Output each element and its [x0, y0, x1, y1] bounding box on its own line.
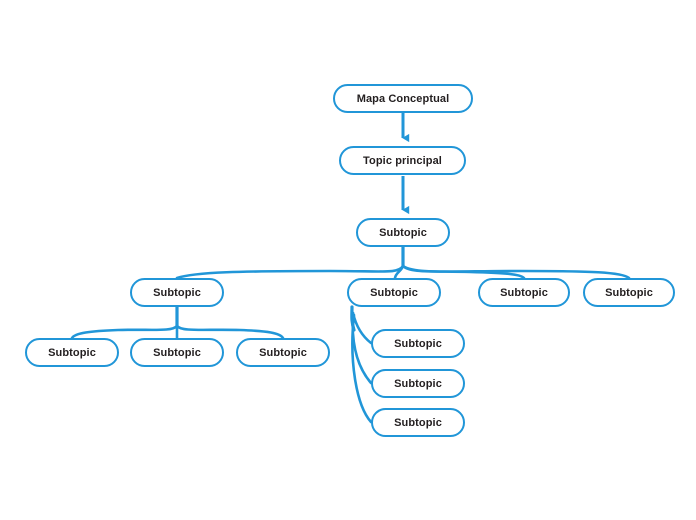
- node-label: Subtopic: [259, 346, 307, 359]
- edge-n2-to-n3c: [401, 264, 526, 280]
- node-subtopic-level3-4[interactable]: Subtopic: [583, 278, 675, 307]
- node-subtopic-level3-3[interactable]: Subtopic: [478, 278, 570, 307]
- edge-trunk-n3b: [350, 305, 356, 332]
- node-label: Subtopic: [500, 286, 548, 299]
- node-mapa-conceptual[interactable]: Mapa Conceptual: [333, 84, 473, 113]
- edge-n2-to-n3b: [393, 264, 405, 280]
- node-label: Subtopic: [394, 377, 442, 390]
- node-label: Mapa Conceptual: [356, 92, 450, 105]
- node-subtopic-level4-4[interactable]: Subtopic: [371, 329, 465, 358]
- edge-n3b-to-n5c: [351, 313, 373, 424]
- node-label: Subtopic: [605, 286, 653, 299]
- edge-n3b-to-n5b: [351, 311, 373, 385]
- node-label: Subtopic: [394, 416, 442, 429]
- edge-n2-to-n3a: [175, 264, 405, 280]
- node-label: Subtopic: [394, 337, 442, 350]
- node-subtopic-level4-1[interactable]: Subtopic: [25, 338, 119, 367]
- node-label: Subtopic: [48, 346, 96, 359]
- node-subtopic-level4-5[interactable]: Subtopic: [371, 369, 465, 398]
- node-label: Subtopic: [370, 286, 418, 299]
- node-subtopic-level4-2[interactable]: Subtopic: [130, 338, 224, 367]
- node-subtopic-level4-3[interactable]: Subtopic: [236, 338, 330, 367]
- node-subtopic-level4-6[interactable]: Subtopic: [371, 408, 465, 437]
- edge-n3a-to-n4a: [70, 324, 179, 340]
- edge-n3a-to-n4c: [175, 324, 285, 340]
- node-label: Topic principal: [363, 154, 442, 167]
- edge-n3b-to-n5a: [351, 311, 373, 345]
- node-label: Subtopic: [153, 346, 201, 359]
- node-label: Subtopic: [153, 286, 201, 299]
- node-label: Subtopic: [379, 226, 427, 239]
- node-topic-principal[interactable]: Topic principal: [339, 146, 466, 175]
- node-subtopic-level3-2[interactable]: Subtopic: [347, 278, 441, 307]
- edge-n2-to-n3d: [401, 264, 631, 280]
- node-subtopic-level3-1[interactable]: Subtopic: [130, 278, 224, 307]
- node-subtopic-level2[interactable]: Subtopic: [356, 218, 450, 247]
